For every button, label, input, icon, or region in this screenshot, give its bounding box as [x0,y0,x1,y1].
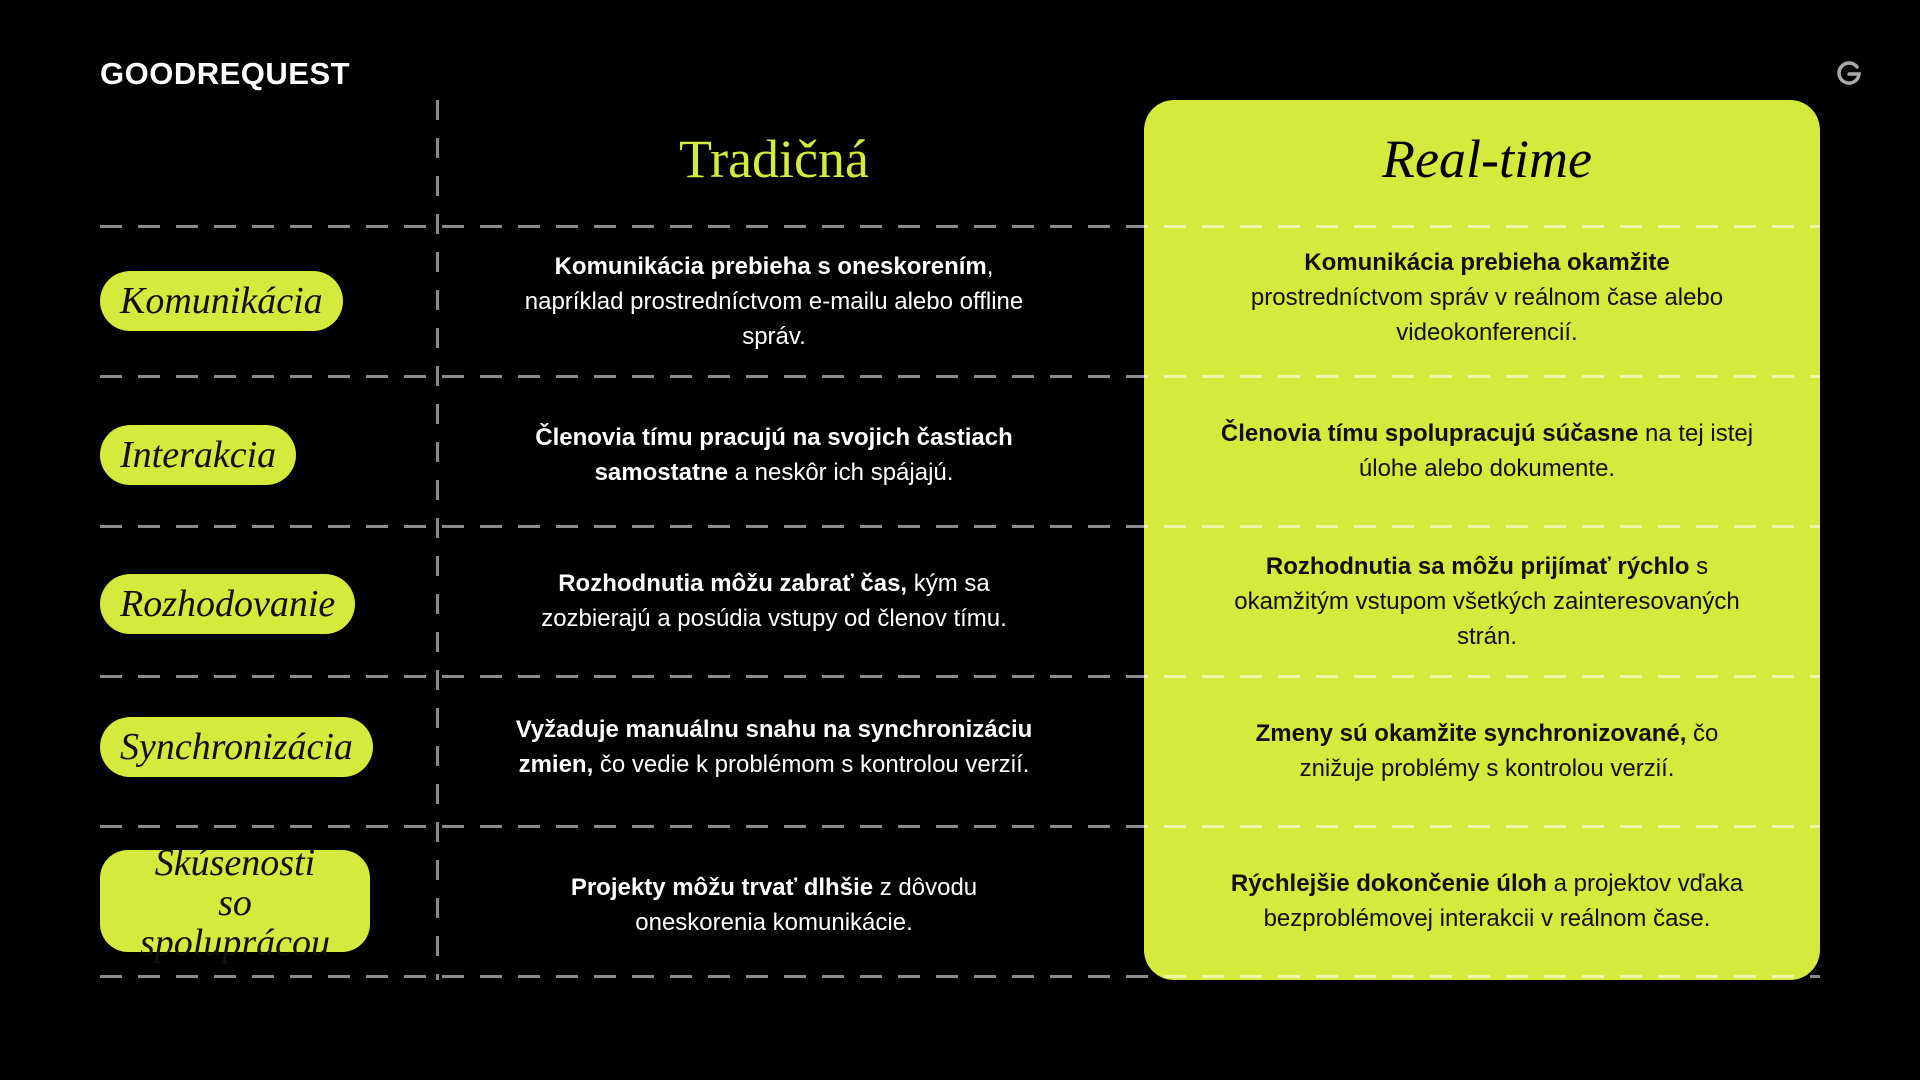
row-label-synchronizacia: Synchronizácia [100,717,373,777]
g-logo-icon [1837,61,1861,85]
row-divider [100,375,1820,378]
traditional-cell: Komunikácia prebieha s oneskorením, napr… [524,252,1024,350]
row-label-skusenosti-so-spolupracou: Skúsenosti so spoluprácou [100,843,370,963]
traditional-cell: Vyžaduje manuálnu snahu na synchronizáci… [515,716,1033,778]
row-label-interakcia: Interakcia [100,425,297,485]
realtime-cell: Členovia tímu spolupracujú súčasne na te… [1220,420,1754,482]
row-divider [100,975,1820,978]
row-label-komunikacia: Komunikácia [100,271,343,331]
traditional-cell: Rozhodnutia môžu zabrať čas, kým sa zozb… [541,570,1007,632]
realtime-column-panel [1144,100,1820,980]
realtime-cell: Rýchlejšie dokončenie úloh a projektov v… [1230,870,1744,932]
realtime-cell: Zmeny sú okamžite synchronizované, čo zn… [1255,720,1719,782]
header-realtime: Real-time [1382,129,1592,189]
realtime-cell: Komunikácia prebieha okamžite prostrední… [1250,248,1724,346]
row-label-rozhodovanie: Rozhodovanie [100,574,356,634]
goodrequest-logo: GOODREQUEST [100,56,351,91]
row-divider [100,525,1820,528]
traditional-cell: Projekty môžu trvať dlhšie z dôvodu ones… [570,874,978,936]
realtime-cell: Rozhodnutia sa môžu prijímať rýchlo s ok… [1234,552,1740,650]
row-divider [100,225,1820,228]
traditional-cell: Členovia tímu pracujú na svojich častiac… [535,424,1013,486]
column-divider [436,100,439,980]
row-divider [100,825,1820,828]
row-divider [100,675,1820,678]
header-traditional: Tradičná [679,129,869,189]
